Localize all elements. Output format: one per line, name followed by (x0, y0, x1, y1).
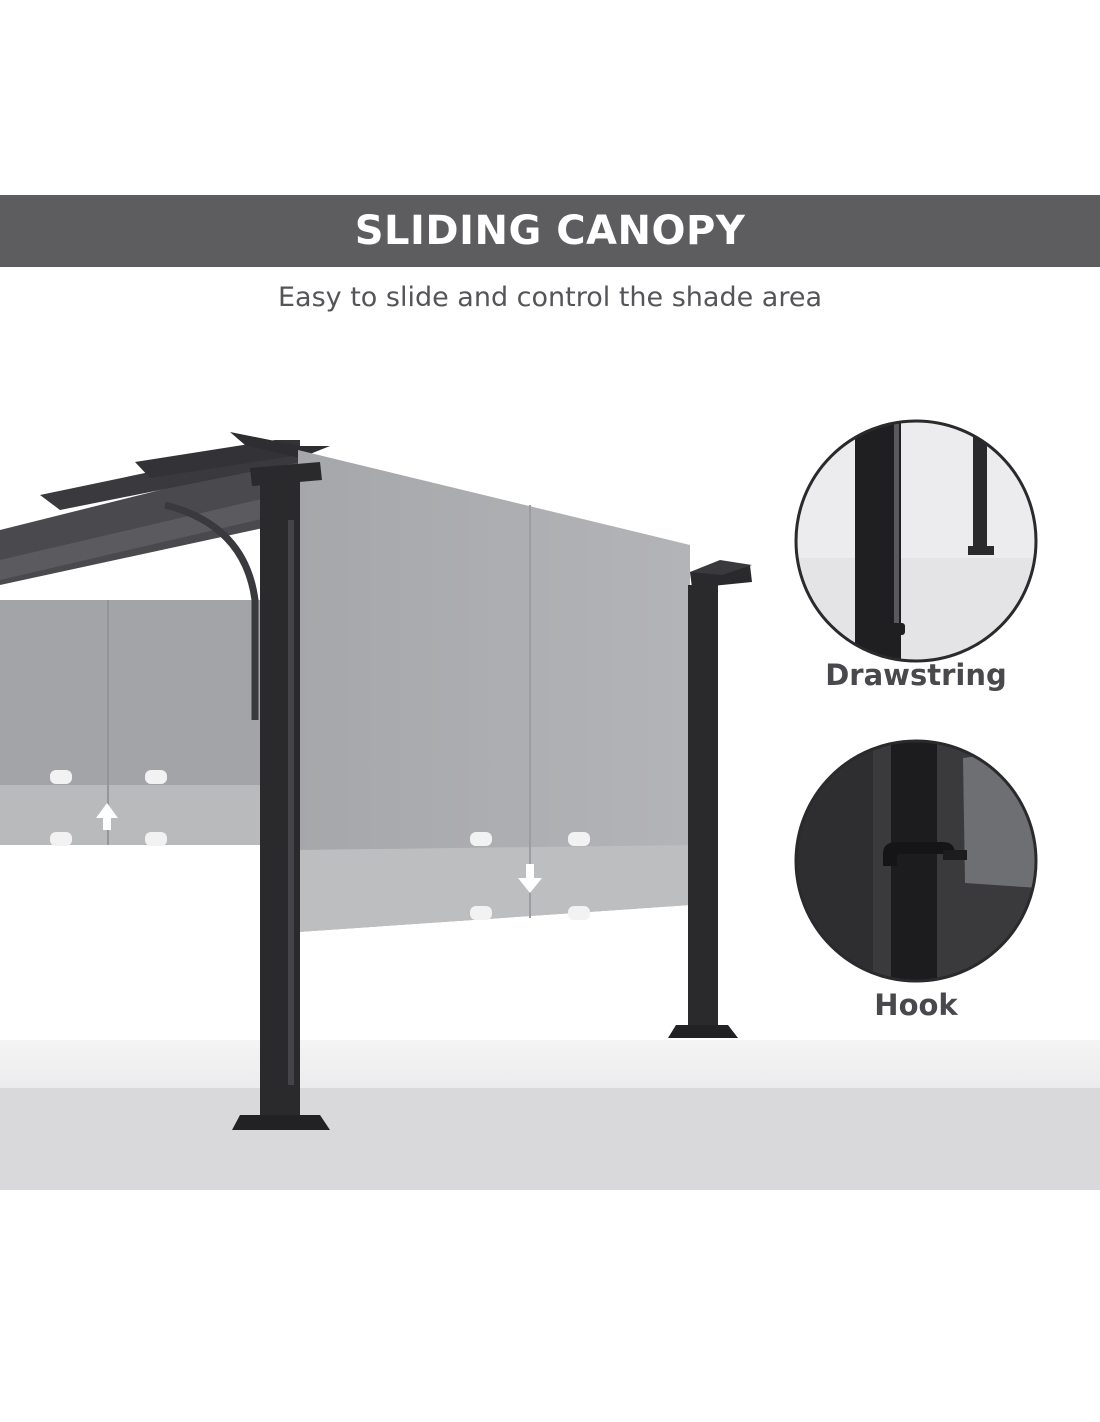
hook-callout (794, 739, 1038, 983)
title-banner: SLIDING CANOPY (0, 195, 1100, 267)
arrow-up-icon (96, 803, 118, 830)
front-canopy (298, 450, 690, 932)
floor-band (0, 1088, 1100, 1190)
drawstring-label: Drawstring (825, 658, 1007, 692)
hook-post (891, 741, 937, 981)
roof-beam-3 (230, 432, 330, 458)
post-cap-left (250, 462, 322, 486)
banner-title: SLIDING CANOPY (354, 208, 746, 254)
drawstring-callout (794, 419, 1038, 663)
roof-beam-2 (135, 440, 300, 478)
canopy-rib (164, 501, 259, 720)
front-post-right (688, 585, 718, 1030)
subtitle: Easy to slide and control the shade area (277, 282, 823, 313)
arrow-down-icon (518, 864, 542, 893)
drawstring-post (855, 421, 901, 661)
hook-label: Hook (874, 988, 958, 1022)
